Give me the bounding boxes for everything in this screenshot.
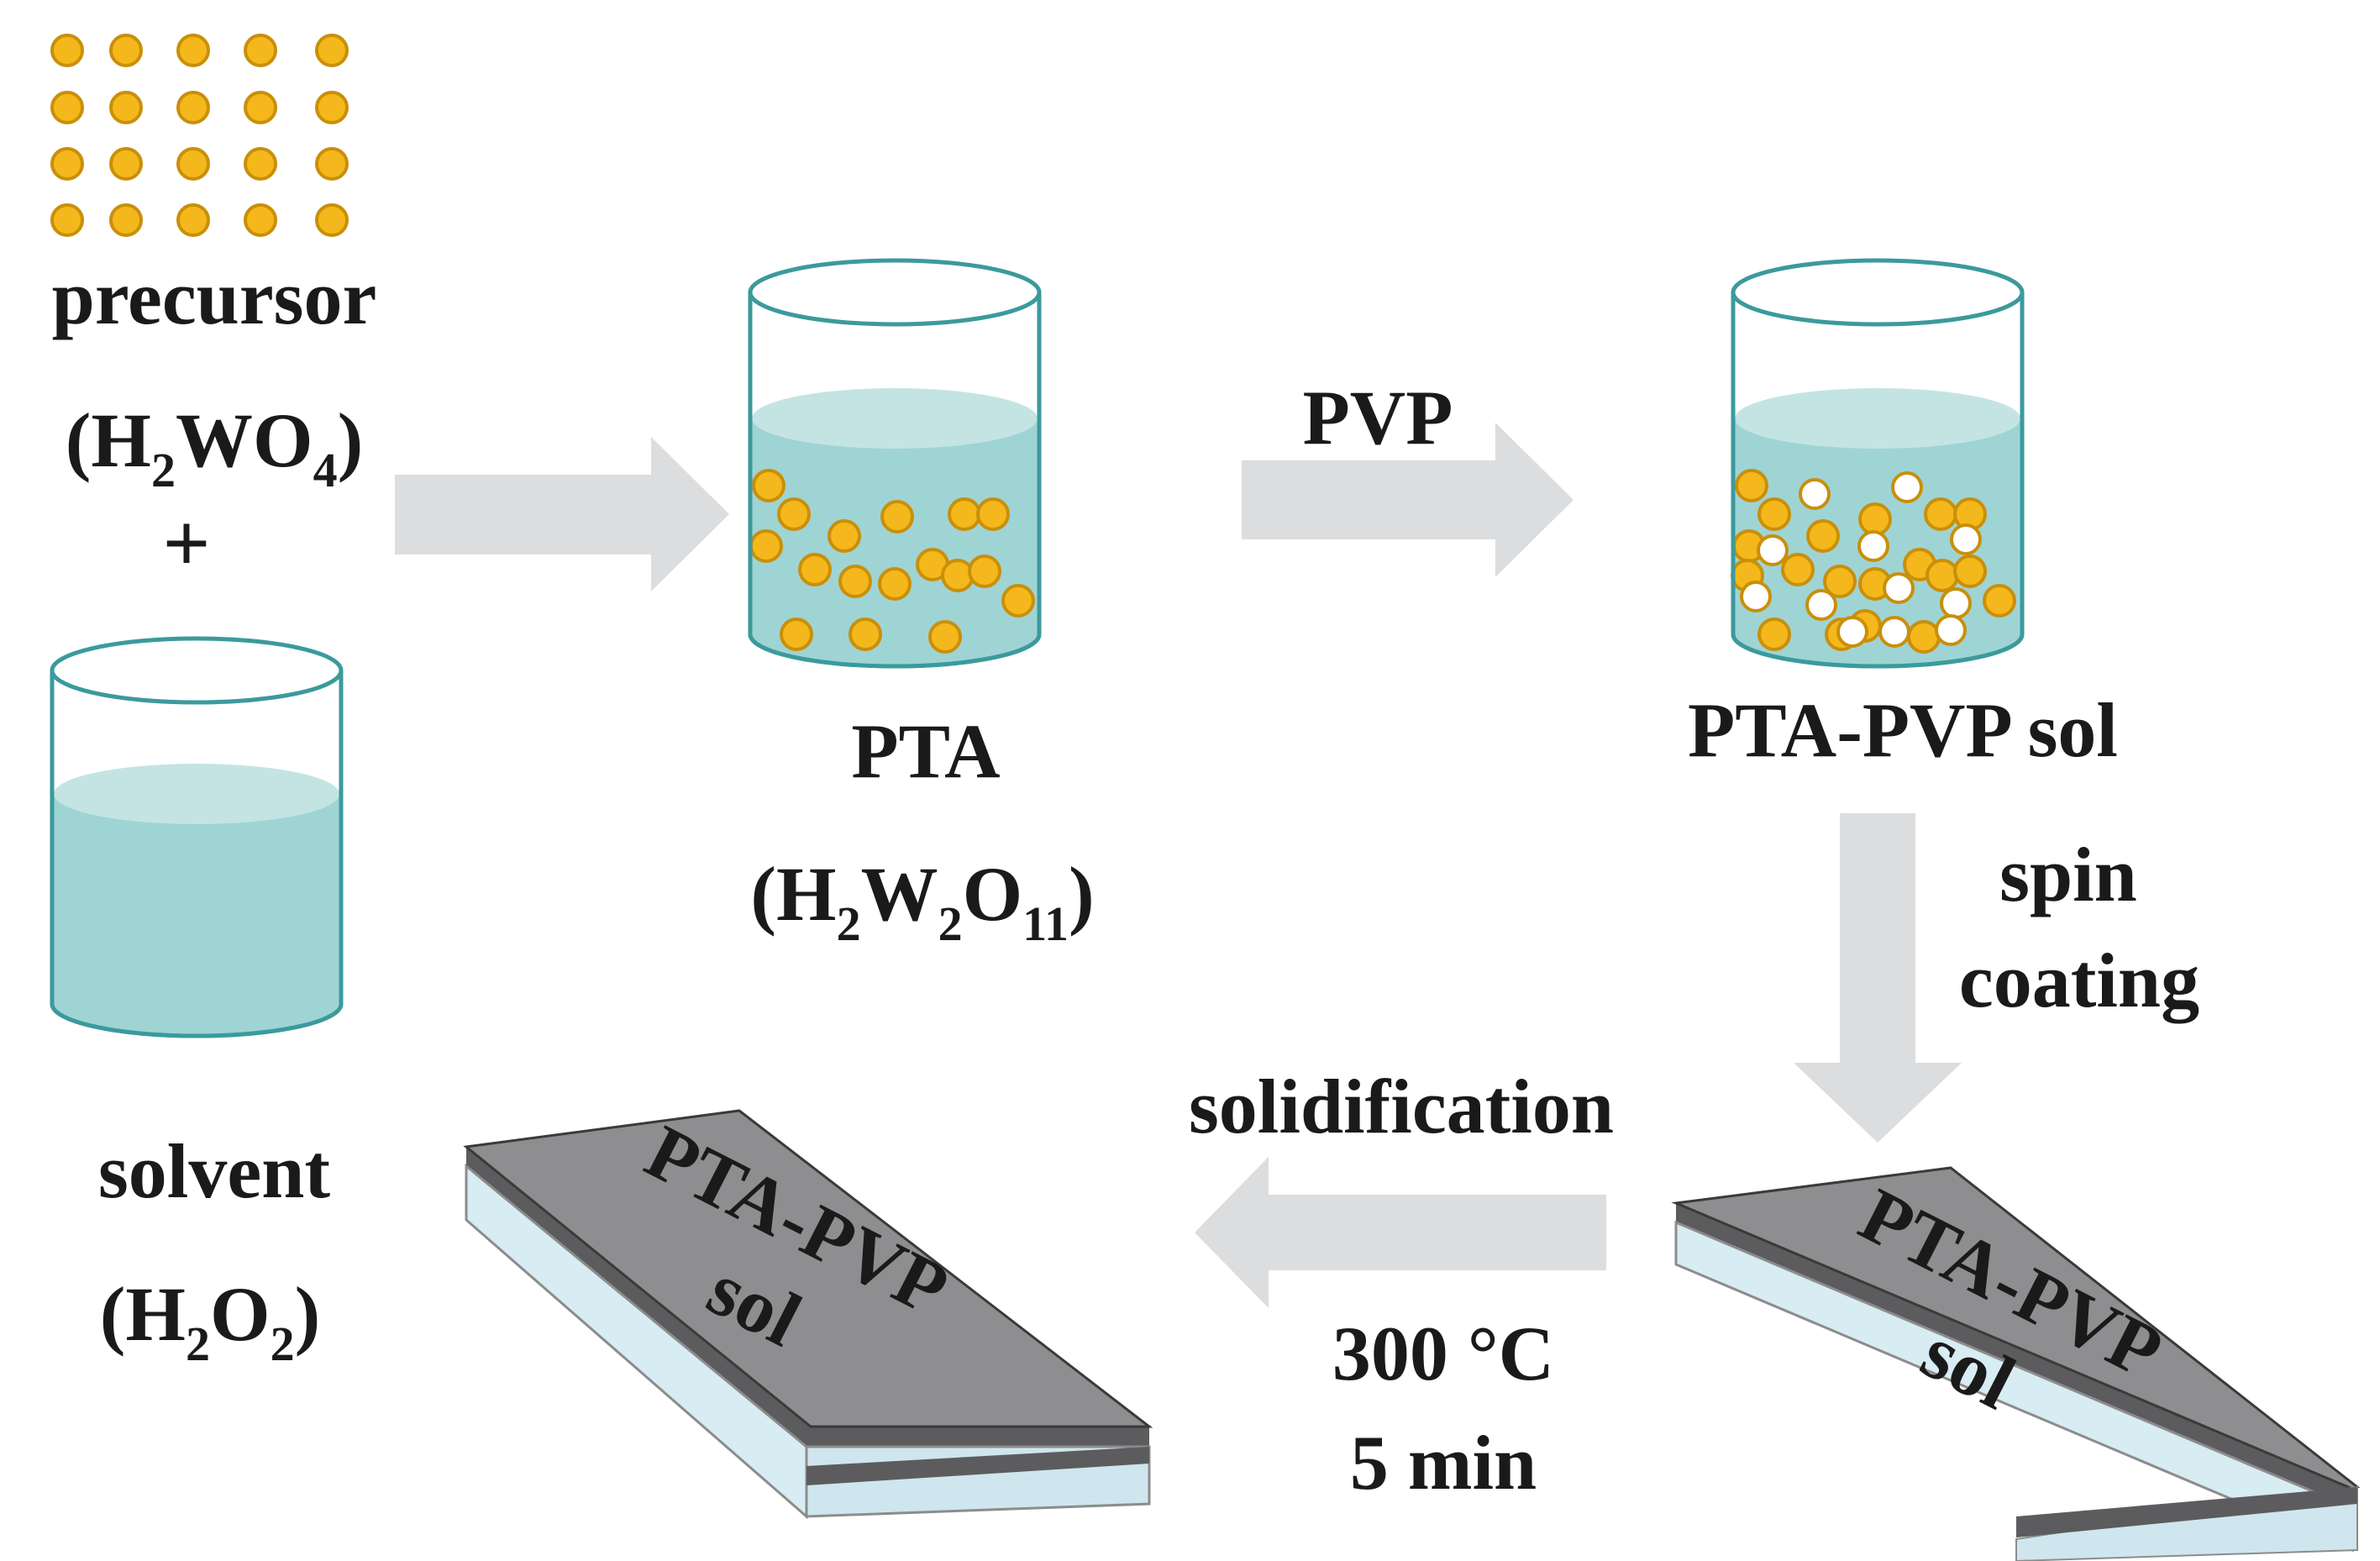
pta-label: PTA: [851, 708, 1000, 794]
precursor-particle: [315, 91, 349, 124]
arrow-spin-coating: [1794, 813, 1962, 1143]
pta-particle: [749, 529, 783, 563]
pta-particle: [1983, 584, 2016, 618]
pvp-particle: [1891, 471, 1923, 503]
precursor-particle-grid: [50, 34, 349, 237]
pta-particle: [1001, 584, 1035, 618]
pta-particle: [838, 565, 872, 598]
solvent-label: solvent: [98, 1128, 330, 1214]
precursor-particle: [50, 34, 84, 67]
pta-particle: [1953, 554, 1987, 588]
precursor-particle: [244, 34, 277, 67]
pta-formula: (H2W2O11): [750, 851, 1094, 951]
solvent-beaker: [50, 636, 344, 1038]
plus-sign: +: [163, 497, 211, 590]
precursor-particle: [315, 34, 349, 67]
pta-particle: [1823, 565, 1857, 598]
pta-particle: [941, 559, 975, 592]
pta-particle: [1781, 553, 1815, 586]
pta-pvp-sol-label: PTA-PVP sol: [1688, 687, 2118, 773]
precursor-particle: [109, 147, 143, 181]
pvp-particle: [1940, 587, 1972, 619]
pvp-particle: [1878, 616, 1910, 648]
precursor-particle: [109, 34, 143, 67]
pvp-particle: [1740, 581, 1772, 612]
pvp-particle: [1799, 478, 1831, 510]
precursor-particle: [50, 91, 84, 124]
pvp-particle: [1935, 614, 1967, 646]
temperature-label: 300 °C: [1332, 1311, 1554, 1396]
substrate-left: [463, 1109, 1153, 1520]
pta-particle: [1924, 497, 1957, 531]
pta-particle: [752, 469, 785, 502]
pvp-particle: [1950, 523, 1982, 555]
precursor-label: precursor: [52, 255, 377, 340]
precursor-particle: [176, 34, 210, 67]
pta-particle: [976, 497, 1010, 531]
pta-particle: [1926, 559, 1959, 592]
pta-particle: [1757, 618, 1791, 651]
precursor-particle: [176, 147, 210, 181]
precursor-formula: (H2WO4): [66, 397, 363, 497]
pta-particle: [928, 620, 962, 654]
precursor-particle: [176, 91, 210, 124]
precursor-particle: [109, 203, 143, 237]
substrate-right: [1671, 1166, 2361, 1561]
pta-particle: [1806, 519, 1840, 553]
pvp-label: PVP: [1303, 375, 1453, 460]
pta-particle: [1735, 469, 1768, 502]
precursor-particle: [244, 147, 277, 181]
time-label: 5 min: [1350, 1420, 1537, 1506]
pvp-particle: [1757, 534, 1789, 566]
pta-pvp-particles: [1731, 469, 2016, 654]
pvp-particle: [1857, 530, 1889, 562]
pta-particle: [777, 497, 811, 531]
precursor-particle: [315, 147, 349, 181]
pta-particle: [1907, 620, 1941, 654]
arrow-to-pta: [395, 437, 729, 591]
pta-particle: [968, 554, 1001, 588]
pta-beaker: [748, 258, 1042, 669]
precursor-particle: [176, 203, 210, 237]
precursor-particle: [315, 203, 349, 237]
pvp-particle: [1883, 572, 1915, 604]
solvent-formula: (H2O2): [100, 1271, 320, 1371]
precursor-particle: [109, 91, 143, 124]
pta-particles: [749, 469, 1035, 654]
pta-particle: [880, 500, 914, 533]
precursor-particle: [244, 203, 277, 237]
pta-pvp-beaker: [1731, 258, 2025, 669]
pta-particle: [1757, 497, 1791, 531]
pta-particle: [948, 497, 981, 531]
spin-label: spin: [1999, 832, 2137, 917]
pta-particle: [1858, 502, 1892, 536]
solidification-label: solidification: [1189, 1064, 1614, 1149]
pta-particle: [827, 519, 861, 553]
arrow-add-pvp: [1242, 423, 1574, 577]
precursor-particle: [244, 91, 277, 124]
pvp-particle: [1805, 589, 1837, 621]
pta-particle: [780, 618, 813, 651]
pta-particle: [798, 553, 832, 586]
pta-particle: [878, 567, 912, 601]
precursor-particle: [50, 203, 84, 237]
pvp-particle: [1836, 616, 1868, 648]
coating-label: coating: [1959, 938, 2199, 1023]
arrow-solidification: [1195, 1157, 1606, 1308]
precursor-particle: [50, 147, 84, 181]
pta-particle: [848, 618, 882, 651]
